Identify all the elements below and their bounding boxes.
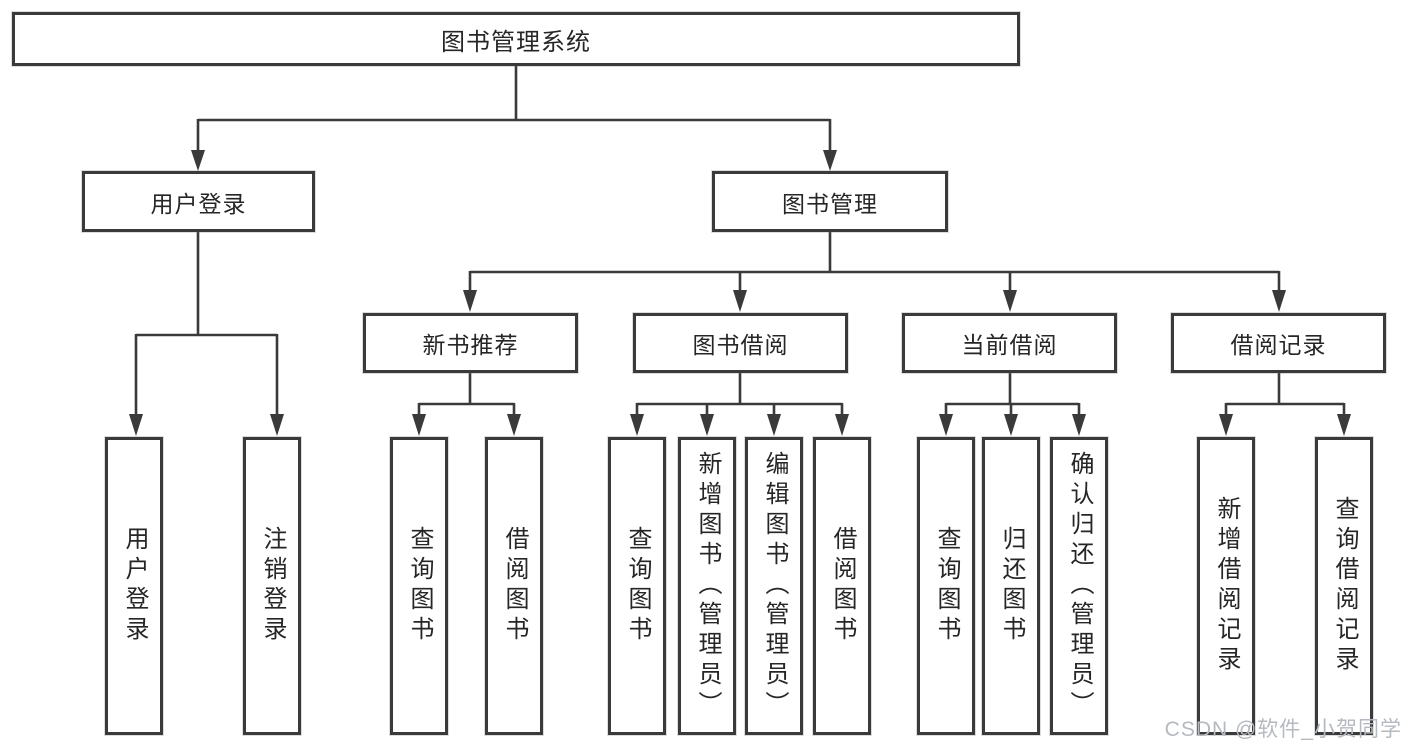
node-borrowing-records: 借阅记录	[1171, 313, 1386, 373]
leaf-add-books-admin: 新增图书（管理员）	[678, 437, 736, 735]
leaf-edit-books-admin: 编辑图书（管理员）	[745, 437, 803, 735]
leaf-recommend-query-books: 查询图书	[390, 437, 448, 735]
leaf-return-books: 归还图书	[982, 437, 1040, 735]
leaf-user-login: 用户登录	[105, 437, 163, 735]
tree-edges	[134, 66, 1346, 418]
node-new-book-recommend: 新书推荐	[363, 313, 578, 373]
leaf-current-query-books: 查询图书	[917, 437, 975, 735]
node-root: 图书管理系统	[12, 12, 1020, 66]
node-book-borrowing: 图书借阅	[633, 313, 848, 373]
leaf-borrow-books: 借阅图书	[813, 437, 871, 735]
node-current-borrowing: 当前借阅	[902, 313, 1117, 373]
leaf-query-borrow-record: 查询借阅记录	[1315, 437, 1373, 735]
leaf-logout: 注销登录	[243, 437, 301, 735]
node-user-login: 用户登录	[82, 171, 315, 232]
node-book-management: 图书管理	[712, 171, 948, 232]
arrow-heads	[129, 150, 1351, 436]
leaf-confirm-return-admin: 确认归还（管理员）	[1050, 437, 1108, 735]
leaf-borrowing-query-books: 查询图书	[608, 437, 666, 735]
leaf-add-borrow-record: 新增借阅记录	[1197, 437, 1255, 735]
leaf-recommend-borrow-books: 借阅图书	[485, 437, 543, 735]
